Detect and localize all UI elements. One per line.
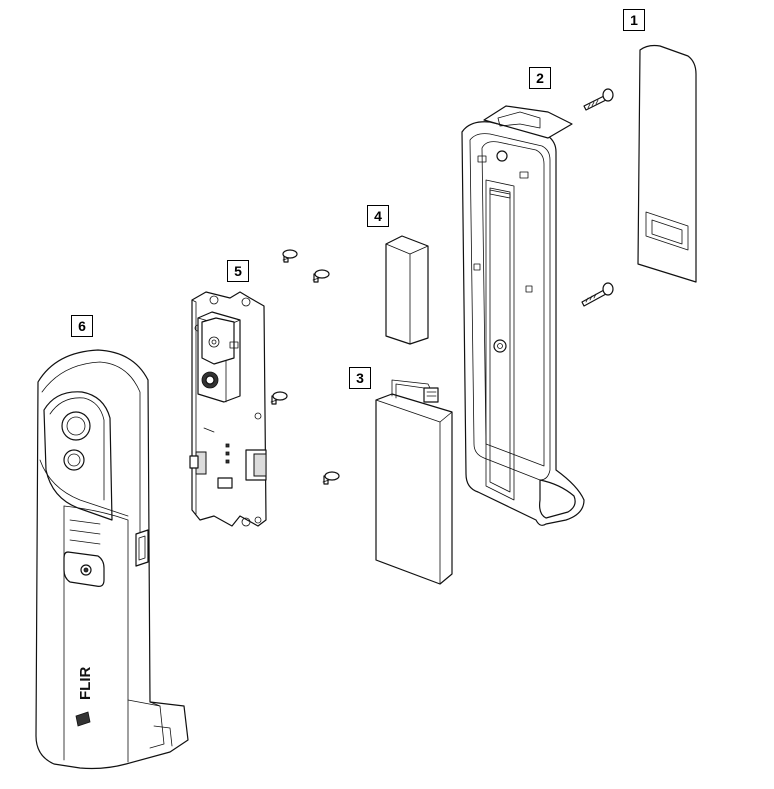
screw-upper-right: [583, 88, 614, 111]
callout-2: 2: [529, 67, 551, 89]
screw-board-mid: [270, 391, 288, 405]
screw-board-bottom: [322, 471, 340, 485]
part-5-circuit-board: [189, 291, 267, 527]
screw-board-top-1: [282, 249, 298, 263]
part-3-battery-pack: [375, 379, 453, 585]
callout-6: 6: [71, 315, 93, 337]
callout-3: 3: [349, 367, 371, 389]
callout-4: 4: [367, 205, 389, 227]
part-1-cover-plate: [637, 44, 697, 283]
screw-lower-right: [581, 282, 614, 307]
part-2-rear-housing: [461, 105, 585, 526]
part-6-front-housing: FLIR: [35, 349, 189, 770]
screw-board-top-2: [312, 269, 330, 283]
flir-logo: FLIR: [77, 667, 94, 700]
callout-5: 5: [227, 260, 249, 282]
part-4-foam-pad: [385, 235, 429, 345]
callout-1: 1: [623, 9, 645, 31]
